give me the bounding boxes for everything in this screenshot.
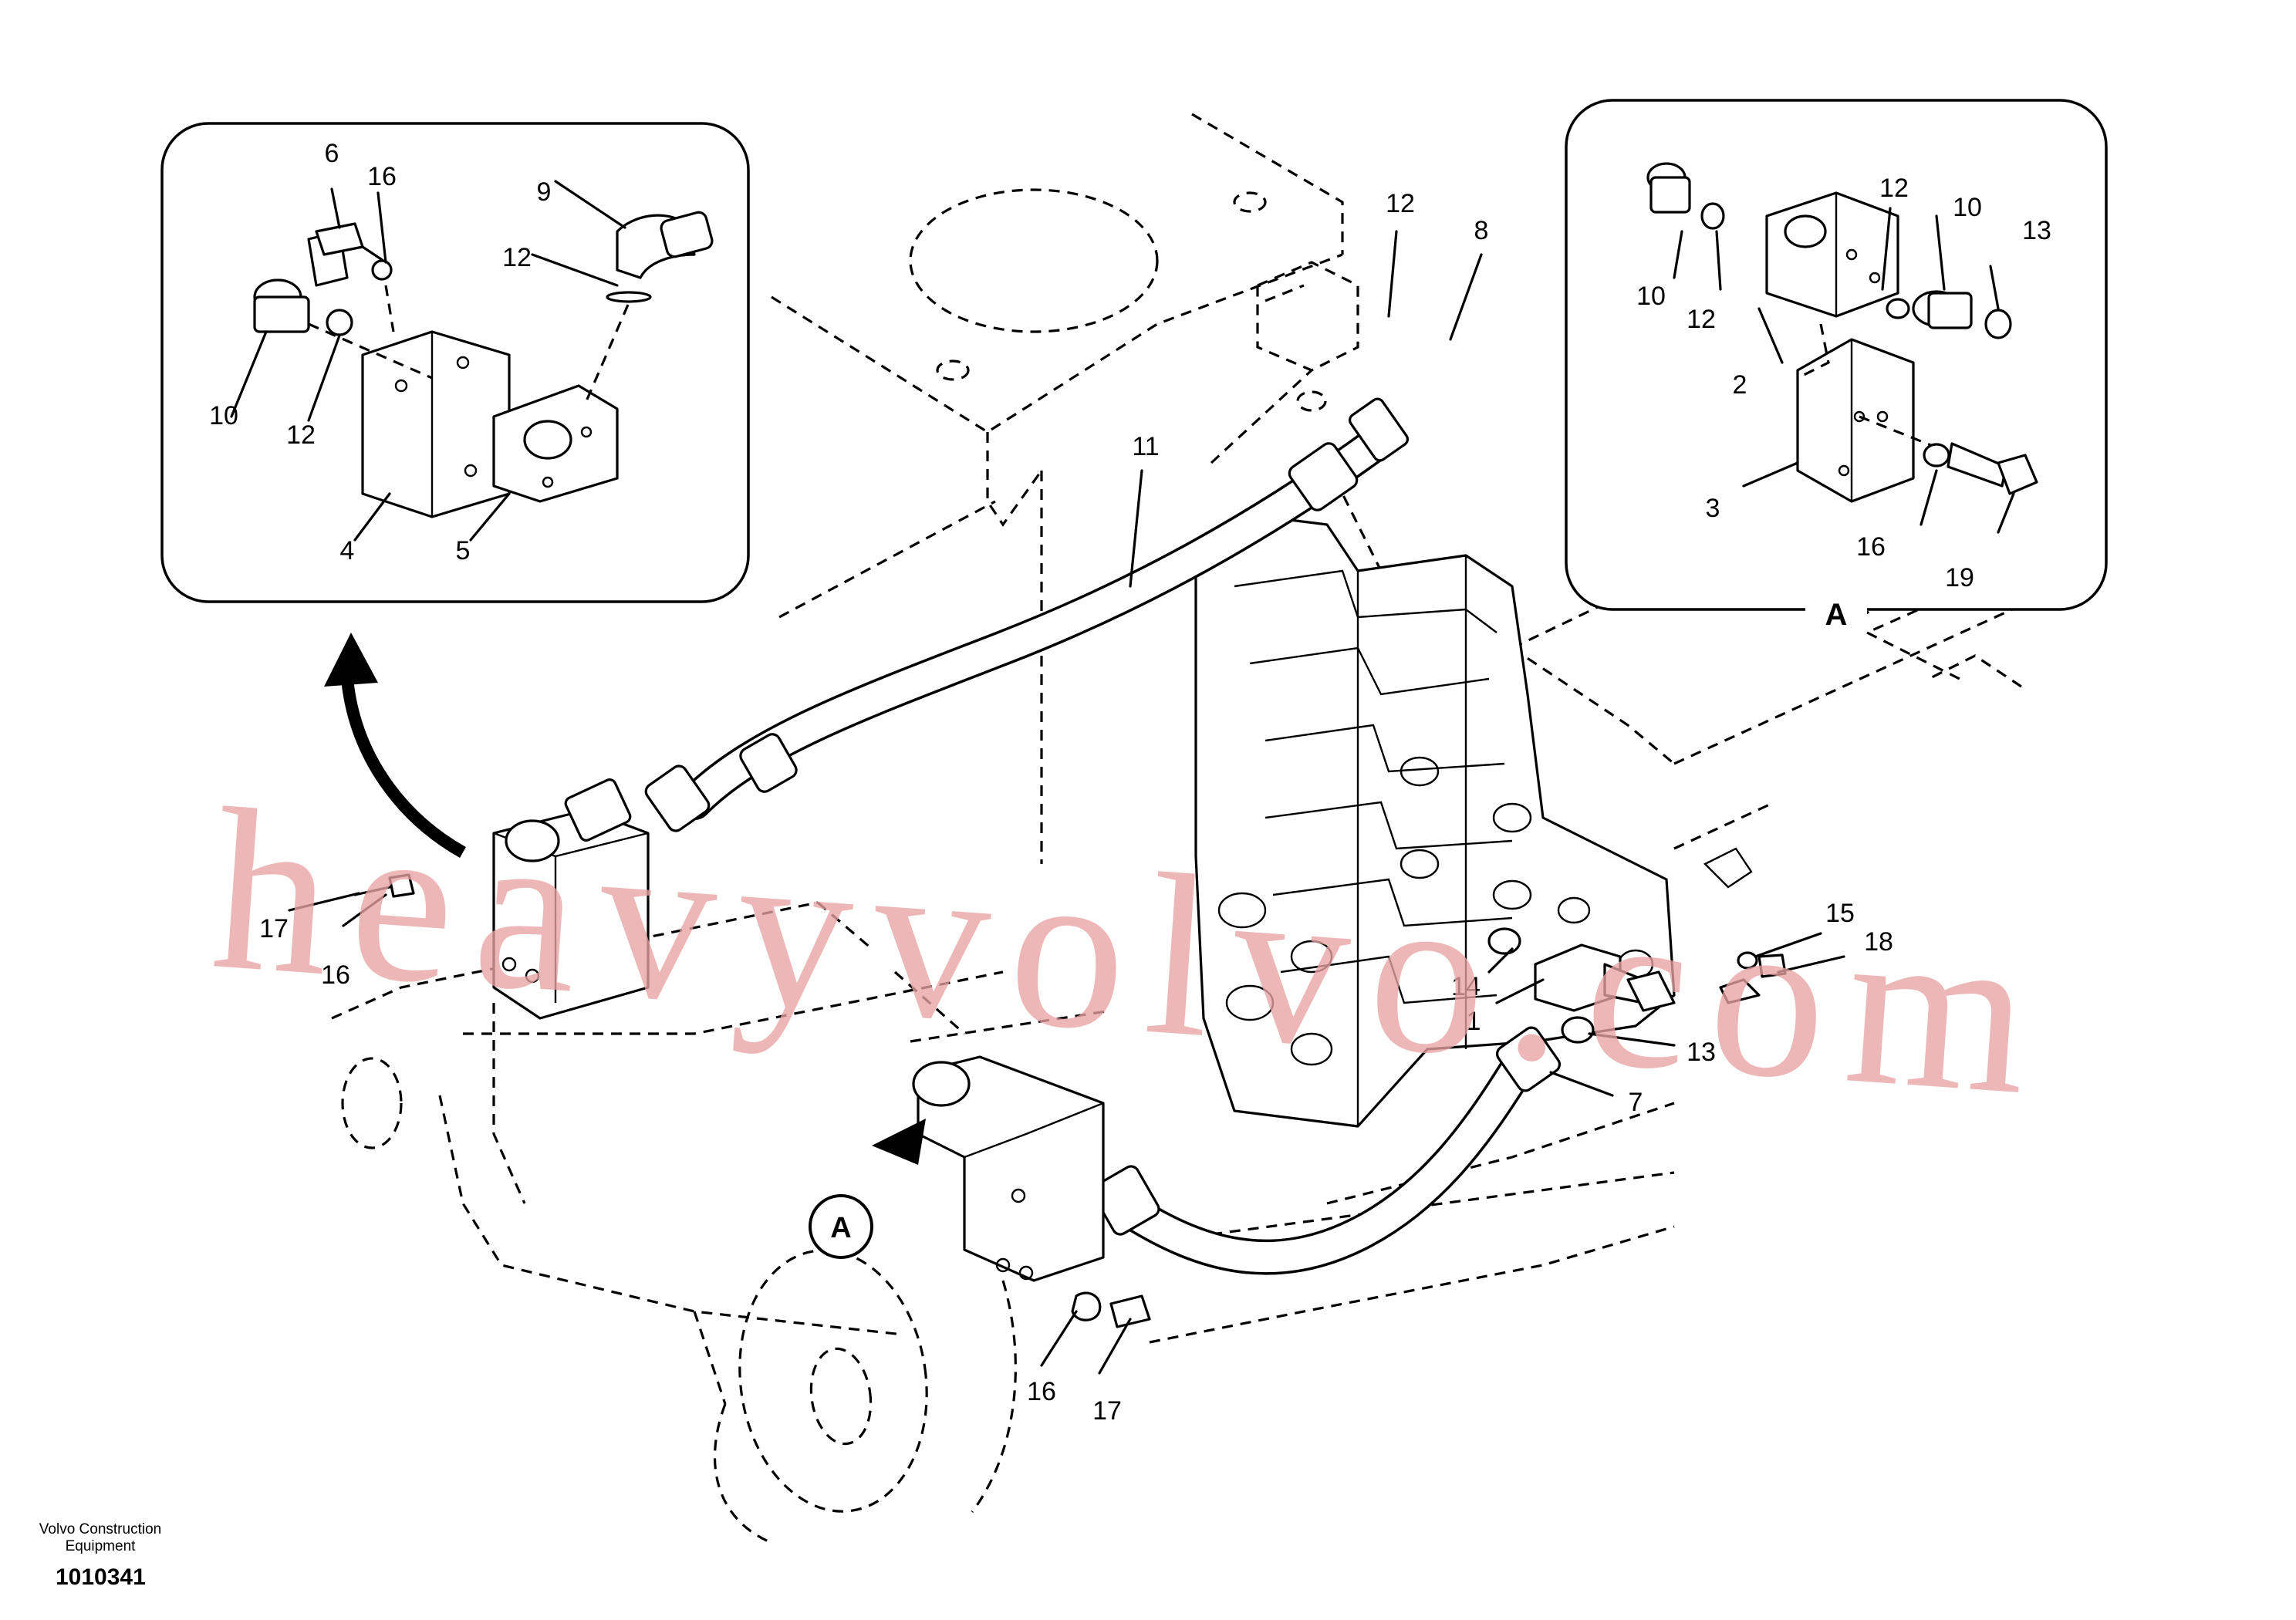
callout-4: 4 xyxy=(340,536,355,565)
inset-view-a xyxy=(1565,99,2108,625)
footer-company: Volvo Construction Equipment xyxy=(39,1521,162,1554)
view-direction-marker xyxy=(809,1119,926,1259)
callout-7: 7 xyxy=(1629,1088,1643,1117)
drawing-number: 1010341 xyxy=(56,1564,146,1590)
callout-16: 16 xyxy=(321,960,350,990)
machine-outline xyxy=(331,113,2030,1544)
view-marker-a: A xyxy=(830,1212,851,1244)
callout-2: 2 xyxy=(1733,370,1747,400)
callout-12: 12 xyxy=(1687,305,1716,334)
hose-11 xyxy=(644,397,1410,832)
callout-17: 17 xyxy=(259,914,289,943)
callout-16: 16 xyxy=(1856,532,1886,562)
callout-8: 8 xyxy=(1474,216,1489,245)
callout-5: 5 xyxy=(456,536,471,565)
callout-17: 17 xyxy=(1092,1396,1122,1426)
sensor-block-upper xyxy=(353,778,650,1020)
callout-15: 15 xyxy=(1825,899,1855,928)
callout-13: 13 xyxy=(2022,216,2051,245)
callout-18: 18 xyxy=(1864,927,1893,957)
callout-10: 10 xyxy=(1636,282,1666,311)
callout-1: 1 xyxy=(1467,1007,1481,1036)
tank-port-block xyxy=(936,191,1359,412)
callout-16: 16 xyxy=(367,162,397,191)
callout-13: 13 xyxy=(1687,1038,1716,1067)
callout-10: 10 xyxy=(209,401,238,430)
callout-19: 19 xyxy=(1945,563,1974,592)
callout-3: 3 xyxy=(1706,494,1720,523)
callout-10: 10 xyxy=(1953,193,1982,222)
hose-7 xyxy=(1091,1026,1561,1275)
view-transfer-arrow xyxy=(324,633,466,858)
callout-labels: 6 16 9 12 10 12 4 5 12 10 13 10 12 2 3 1… xyxy=(209,139,2051,1426)
sensor-block-lower xyxy=(912,1055,1151,1328)
callout-12: 12 xyxy=(502,243,532,272)
watermark: heavyvolvo.com xyxy=(206,761,2058,1145)
callout-6: 6 xyxy=(325,139,339,168)
callout-12: 12 xyxy=(1879,174,1909,203)
inset-view-left xyxy=(160,122,750,603)
callout-12: 12 xyxy=(1386,189,1415,218)
callout-12: 12 xyxy=(286,420,316,450)
view-label-a: A xyxy=(1825,598,1848,632)
callout-9: 9 xyxy=(537,177,552,207)
leader-lines xyxy=(288,230,1845,1375)
callout-11: 11 xyxy=(1132,432,1159,461)
callout-16: 16 xyxy=(1027,1377,1056,1406)
callout-14: 14 xyxy=(1451,972,1481,1001)
